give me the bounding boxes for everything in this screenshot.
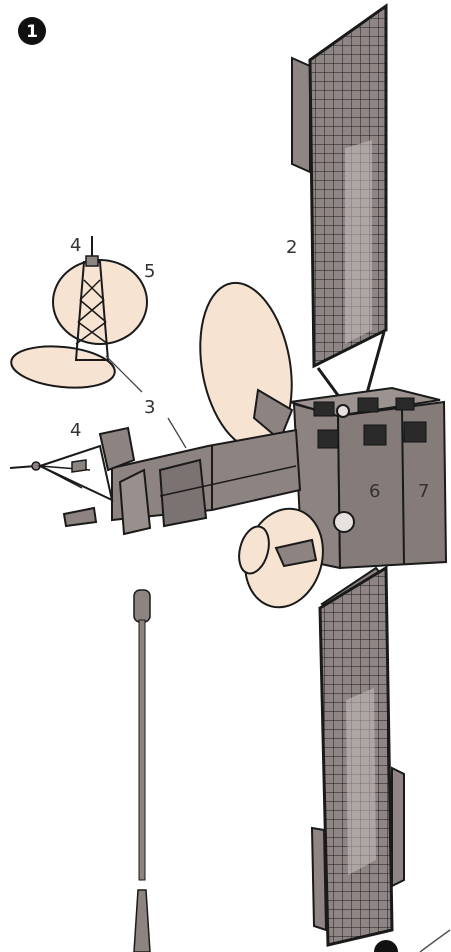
- label-antenna-mast: 4: [70, 235, 81, 256]
- upper-solar-array: [292, 6, 386, 404]
- lower-solar-array: [312, 568, 404, 945]
- label-bus-side: 7: [418, 481, 429, 502]
- figure-number-badge: 1: [18, 17, 46, 45]
- partial-badge-2: [374, 930, 450, 952]
- label-left-antenna: 4: [70, 420, 81, 441]
- label-boom: 3: [144, 397, 155, 418]
- large-dish-reflector: [188, 276, 304, 457]
- label-bus-face: 6: [369, 481, 380, 502]
- label-solar-panel: 2: [286, 237, 297, 258]
- lattice-mast-antenna: [9, 236, 147, 392]
- antenna-rod: [134, 590, 150, 952]
- left-antenna-cluster: [10, 446, 112, 526]
- label-dish-reflector: 5: [144, 261, 155, 282]
- svg-text:1: 1: [26, 22, 38, 42]
